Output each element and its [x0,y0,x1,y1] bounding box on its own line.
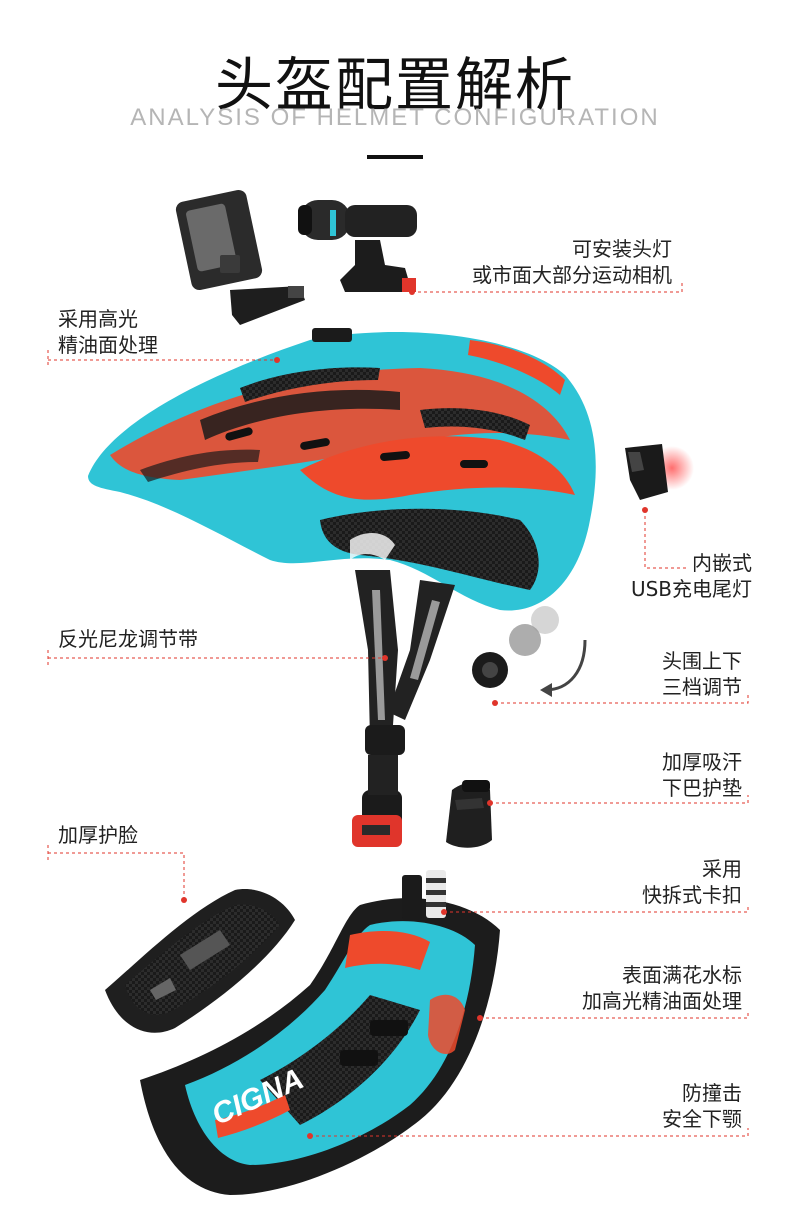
strap-icon [352,570,455,847]
callout-lines [47,282,749,1137]
title-divider [367,155,423,159]
callout-strap: 反光尼龙调节带 [58,627,198,651]
face-pad-icon [105,889,295,1033]
callout-mount: 可安装头灯 或市面大部分运动相机 [472,237,672,287]
callout-chinguard: 防撞击 安全下颚 [662,1081,742,1131]
tail-light-icon [625,444,694,500]
chin-guard-icon: CIGNA [140,870,500,1195]
page-title: 头盔配置解析 [214,51,575,119]
callout-chinpad: 加厚吸汗 下巴护垫 [662,750,742,800]
callout-buckle: 采用 快拆式卡扣 [642,857,742,907]
callout-facepad: 加厚护脸 [58,823,138,847]
helmet-icon [88,328,596,611]
callout-dots [181,289,648,1139]
callout-adjust: 头围上下 三档调节 [662,649,742,699]
page-subtitle: ANALYSIS OF HELMET CONFIGURATION [130,104,660,131]
callout-taillight: 内嵌式 USB充电尾灯 [630,551,752,601]
adjust-dial-icon [472,606,587,697]
callout-gloss: 采用高光 精油面处理 [58,307,158,357]
chin-pad-icon [446,780,492,848]
callout-watermark: 表面满花水标 加高光精油面处理 [582,963,742,1013]
action-camera-icon [175,189,305,325]
headlight-icon [298,200,417,292]
